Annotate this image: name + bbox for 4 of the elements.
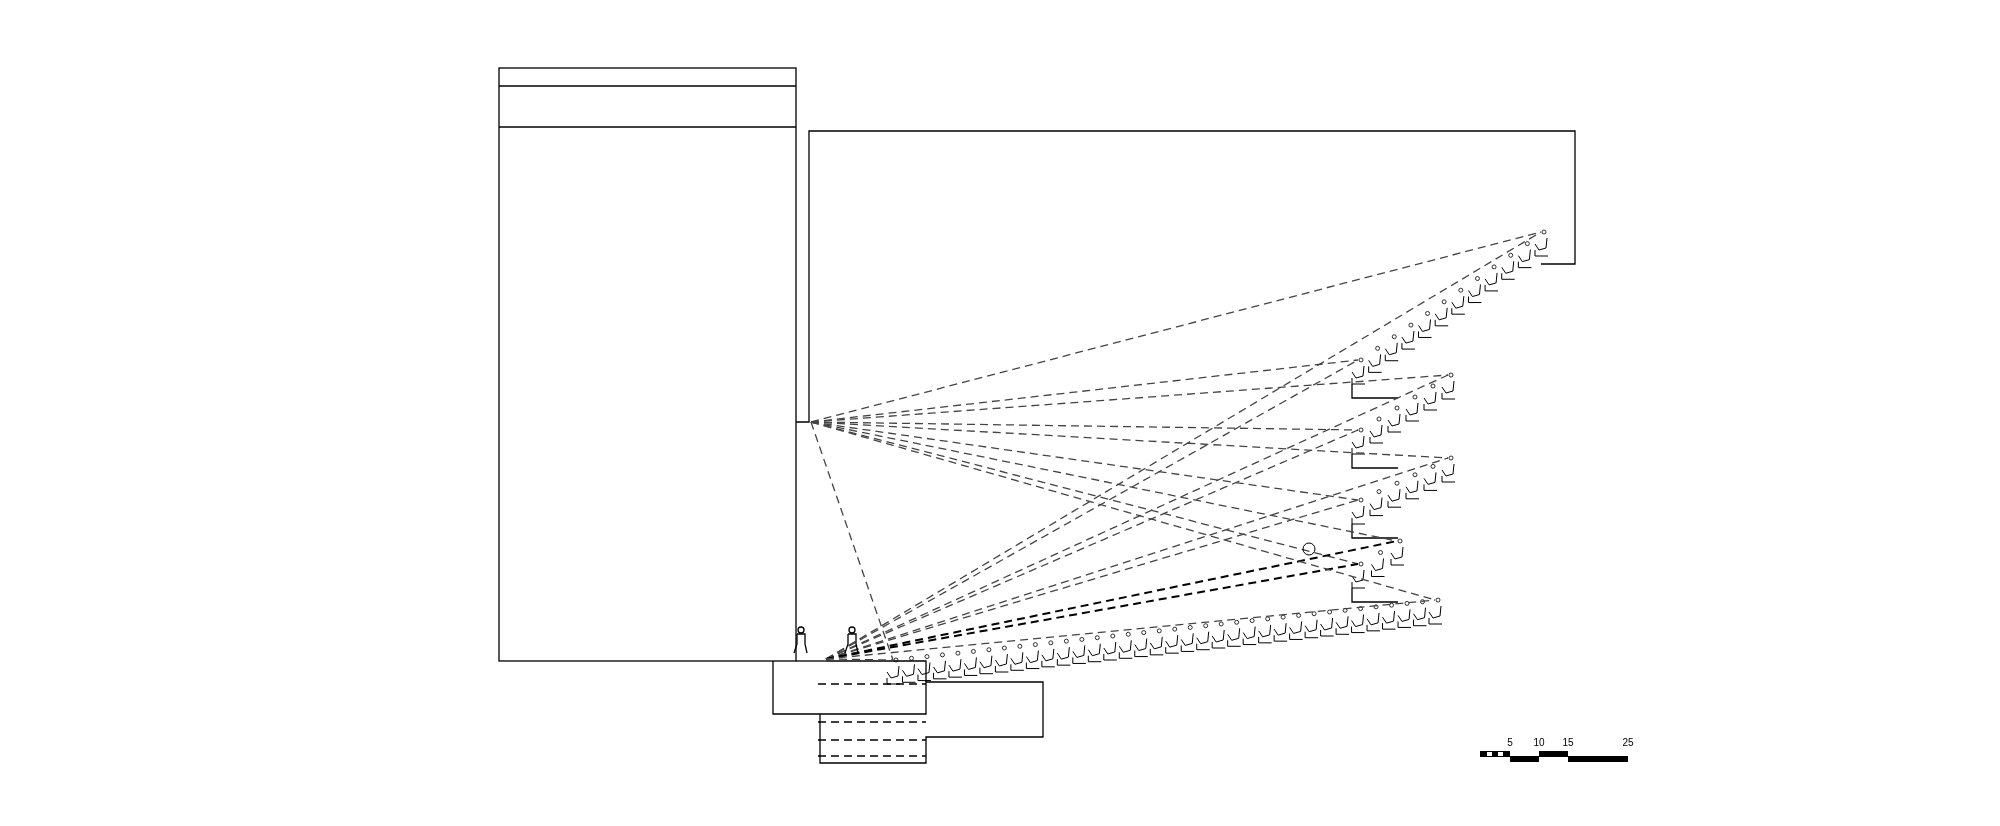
scale-label: 10 xyxy=(1533,738,1545,748)
scale-label: 15 xyxy=(1562,738,1574,748)
scale-label: 25 xyxy=(1622,738,1634,748)
scale-label: 5 xyxy=(1507,738,1513,748)
